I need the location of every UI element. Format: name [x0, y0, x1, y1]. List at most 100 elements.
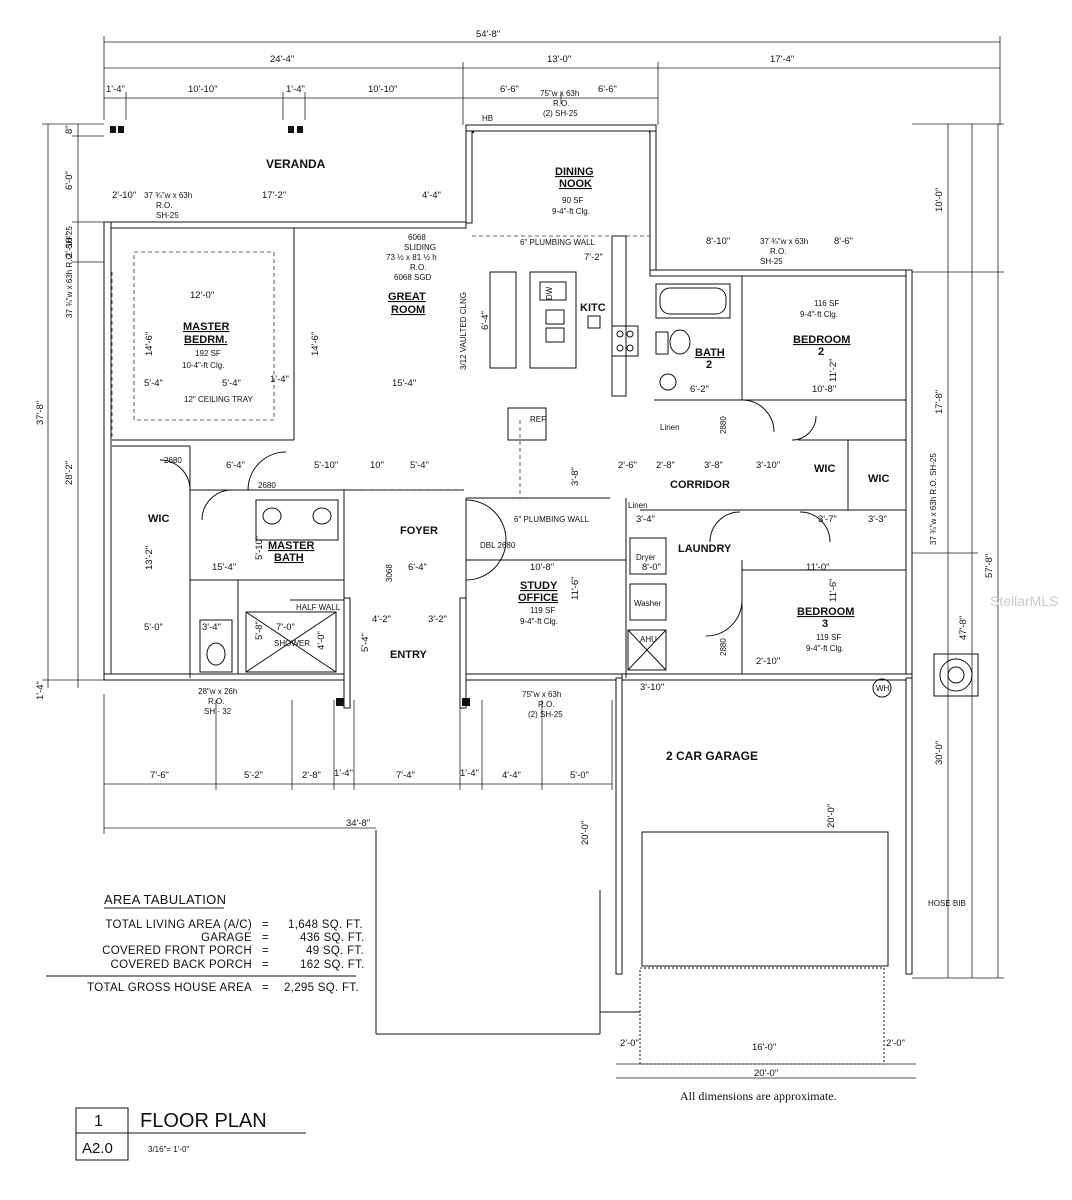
dim-ver-2-10: 2'-10"	[112, 190, 136, 201]
label-master-2: BEDRM.	[184, 334, 227, 346]
label-bed2-1: BEDROOM	[793, 334, 850, 346]
dim-bot-8: 5'-0"	[570, 770, 589, 781]
win-mbath-label-1: 28"w x 26h	[198, 687, 237, 696]
label-sliding-2: SLIDING	[404, 243, 436, 252]
label-plumbing-mid: 6" PLUMBING WALL	[514, 515, 590, 524]
dim-b3-11-0: 11'-0"	[806, 562, 830, 573]
dim-bot-5: 7'-4"	[396, 770, 415, 781]
dim-c-3-10: 3'-10"	[756, 460, 780, 471]
area-row-3-label: COVERED FRONT PORCH	[102, 945, 252, 957]
label-study-area: 119 SF	[530, 606, 555, 615]
dim-b3-11-6: 11'-6"	[828, 579, 839, 603]
dim-top-2: 13'-0"	[547, 54, 571, 65]
dim-bot-4: 1'-4"	[334, 768, 353, 779]
dim-left-6-0: 6'-0"	[64, 171, 75, 190]
dim-f-6-4: 6'-4"	[226, 460, 245, 471]
dim-m-5-4: 5'-4"	[144, 378, 163, 389]
dim-bot-3: 2'-8"	[302, 770, 321, 781]
dim-bot-6: 1'-4"	[460, 768, 479, 779]
area-tabulation: AREA TABULATION TOTAL LIVING AREA (A/C) …	[46, 892, 365, 994]
win-side-left-label: 37 ¾"w x 63h R.O. SH-25	[65, 226, 74, 318]
win-bed2-label-3: SH-25	[760, 257, 783, 266]
title-block: 1 A2.0 FLOOR PLAN 3/16"= 1'-0"	[75, 1107, 306, 1161]
annotations: 6068 SLIDING 73 ½ x 81 ½ h R.O. 6068 SGD…	[144, 191, 966, 908]
area-row-2-value: 436 SQ. FT.	[300, 932, 365, 944]
top-dimensions: 54'-8" 24'-4" 13'-0" 17'-4" 1'-4" 10'-10…	[103, 29, 1001, 125]
dim-mb-5-8: 5'-8"	[254, 621, 265, 640]
dim-mb-15-4: 15'-4"	[212, 562, 236, 573]
area-row-3-value: 49 SQ. FT.	[306, 945, 364, 957]
area-row-4-value: 162 SQ. FT.	[300, 959, 365, 971]
door-2880-a: 2880	[719, 416, 728, 434]
label-wic-right: WIC	[868, 473, 889, 485]
area-row-1-eq: =	[262, 919, 269, 931]
label-sliding-1: 6068	[408, 233, 426, 242]
area-row-3-eq: =	[262, 945, 269, 957]
label-bed3-2: 3	[822, 618, 828, 630]
dim-b-11-2: 11'-2"	[828, 359, 839, 383]
kitchen-fixtures	[489, 235, 639, 441]
dim-b-8-6: 8'-6"	[834, 236, 853, 247]
area-heading: AREA TABULATION	[104, 892, 226, 907]
label-plumbing-top: 6" PLUMBING WALL	[520, 238, 596, 247]
win-side-right-label: 37 ¾"w x 63h R.O. SH-25	[929, 453, 938, 545]
watermark: StellarMLS	[990, 593, 1058, 609]
win-bed2-label-2: R.O.	[770, 247, 786, 256]
label-washer: Washer	[634, 599, 662, 608]
area-row-4-label: COVERED BACK PORCH	[110, 959, 252, 971]
area-total-label: TOTAL GROSS HOUSE AREA	[87, 982, 252, 994]
label-master-clg: 10-4"-ft Clg.	[182, 361, 224, 370]
label-bed2-area: 116 SF	[814, 299, 839, 308]
label-bath2-1: BATH	[695, 347, 725, 359]
door-2680-a: 2680	[164, 456, 182, 465]
win-study-label-2: R.O.	[538, 700, 554, 709]
label-entry: ENTRY	[390, 649, 428, 661]
door-2680-b: 2680	[258, 481, 276, 490]
bottom-dimension-labels: 7'-6" 5'-2" 2'-8" 1'-4" 7'-4" 1'-4" 4'-4…	[150, 768, 905, 1079]
win-bed2-label-1: 37 ¾"w x 63h	[760, 237, 808, 246]
label-dw: DW	[545, 286, 554, 300]
bottom-dimensions	[103, 694, 613, 834]
dim-m-14-6: 14'-6"	[144, 332, 155, 356]
title-sheet: A2.0	[82, 1140, 113, 1157]
title-scale: 3/16"= 1'-0"	[148, 1145, 189, 1154]
dim-bot-1: 7'-6"	[150, 770, 169, 781]
area-row-2-eq: =	[262, 932, 269, 944]
win-master-label-2: R.O.	[156, 201, 172, 210]
dim-right-57-8: 57'-8"	[984, 554, 995, 578]
dim-right-10-0: 10'-0"	[934, 188, 945, 212]
master-bath-fixtures	[199, 499, 339, 673]
label-dining-1: DINING	[555, 166, 594, 178]
dim-left-total: 37'-8"	[35, 401, 46, 425]
right-dimensions: 10'-0" 17'-8" 57'-8" 47'-8" 30'-0" 37 ¾"…	[912, 123, 1004, 979]
dim-mb-7-0: 7'-0"	[276, 622, 295, 633]
win-master-label-1: 37 ¾"w x 63h	[144, 191, 192, 200]
dim-f-3-8: 3'-8"	[570, 467, 581, 486]
laundry-fixtures	[627, 537, 667, 671]
label-corridor: CORRIDOR	[670, 479, 730, 491]
label-kitchen: KITC	[580, 302, 606, 314]
dim-s-10-8: 10'-8"	[530, 562, 554, 573]
label-hose-bib: HOSE BIB	[928, 899, 966, 908]
dim-top-1: 24'-4"	[270, 54, 294, 65]
dim-mb-3-4: 3'-4"	[202, 622, 221, 633]
dim-ver-4-4: 4'-4"	[422, 190, 441, 201]
label-veranda: VERANDA	[266, 157, 326, 171]
dim-sub-3: 1'-4"	[286, 84, 305, 95]
walls	[103, 124, 913, 975]
garage-drive	[375, 653, 979, 1079]
dim-m-1-4: 1'-4"	[270, 374, 289, 385]
label-vaulted: 3/12 VAULTED CLNG	[459, 292, 468, 370]
dim-g-3-10: 3'-10"	[640, 682, 664, 693]
label-wic-mid: WIC	[814, 463, 835, 475]
label-mbath-2: BATH	[274, 552, 304, 564]
dim-f-10: 10"	[370, 460, 384, 471]
dim-f-5-10: 5'-10"	[314, 460, 338, 471]
label-master-1: MASTER	[183, 321, 230, 333]
door-2880-b: 2880	[719, 638, 728, 656]
label-sliding-3: 73 ½ x 81 ½ h	[386, 253, 437, 262]
dim-drive-2-0b: 2'-0"	[886, 1038, 905, 1049]
dim-m-5-4b: 5'-4"	[222, 378, 241, 389]
label-mbath-1: MASTER	[268, 540, 315, 552]
dim-mb-5-0: 5'-0"	[144, 622, 163, 633]
